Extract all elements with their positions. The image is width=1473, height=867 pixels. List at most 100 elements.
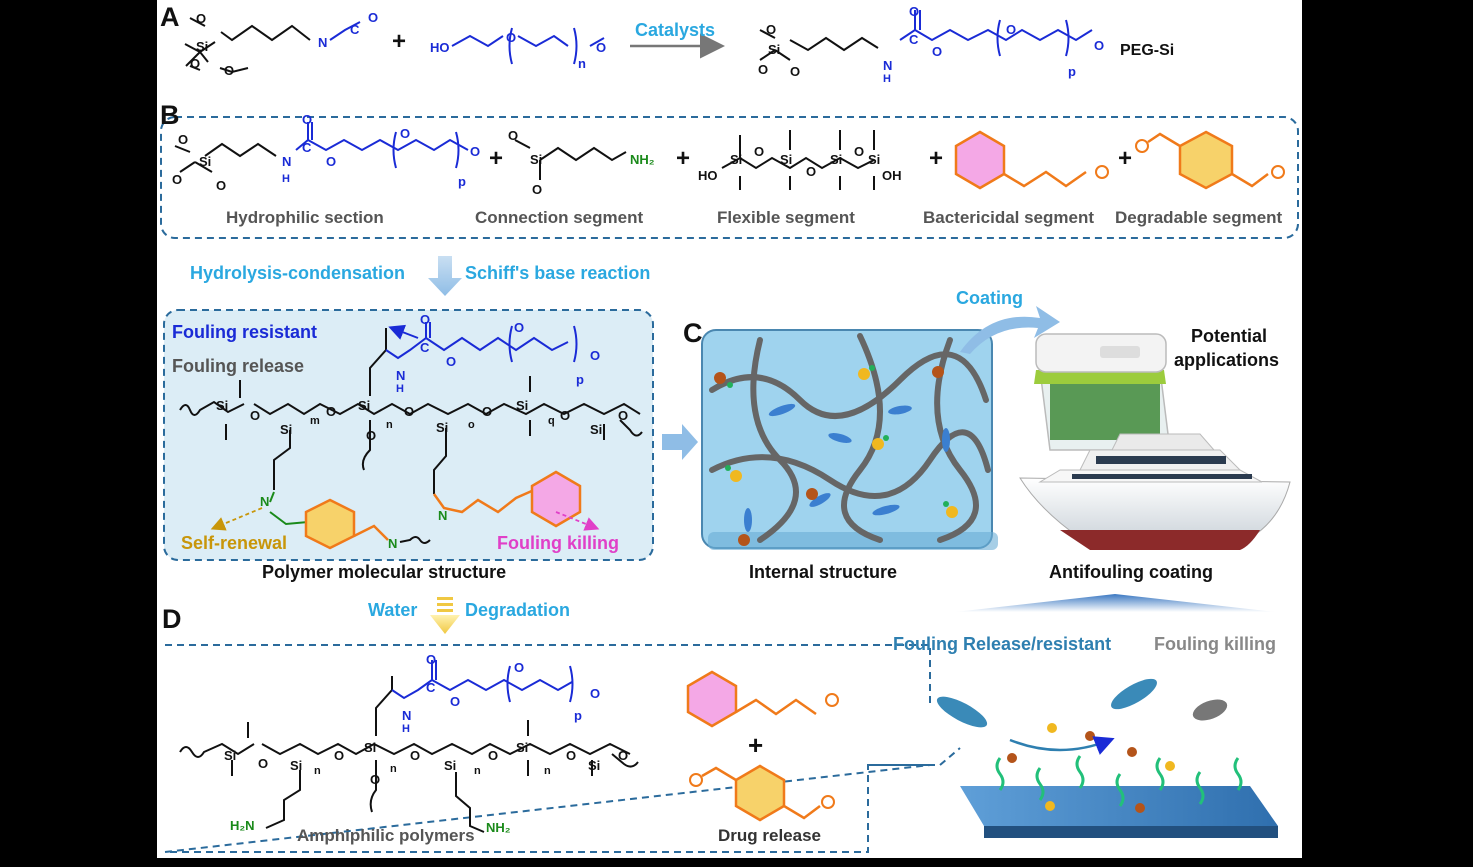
svg-text:p: p <box>574 708 582 723</box>
svg-text:O: O <box>446 354 456 369</box>
svg-text:O: O <box>508 128 518 143</box>
svg-text:n: n <box>544 765 551 777</box>
plus-d: + <box>748 730 764 760</box>
svg-text:O: O <box>250 408 260 423</box>
svg-text:n: n <box>390 763 397 775</box>
svg-text:O: O <box>532 182 542 197</box>
svg-text:p: p <box>1068 64 1076 79</box>
svg-text:O: O <box>190 56 200 71</box>
svg-text:O: O <box>368 10 378 25</box>
water-label: Water <box>368 600 418 620</box>
svg-text:q: q <box>548 415 555 427</box>
water-arrow <box>437 597 453 600</box>
svg-text:O: O <box>258 756 268 771</box>
svg-text:Si: Si <box>830 152 842 167</box>
fouling-killing-label: Fouling killing <box>497 533 619 553</box>
coating-surface-image <box>936 678 1278 838</box>
svg-text:Si: Si <box>358 398 370 413</box>
amphiphilic-label: Amphiphilic polymers <box>297 826 475 845</box>
polymer-box <box>163 309 654 561</box>
fouling-resistant-label: Fouling resistant <box>172 322 318 342</box>
svg-text:C: C <box>909 32 919 47</box>
svg-text:H: H <box>883 73 891 85</box>
svg-text:Si: Si <box>868 152 880 167</box>
svg-text:Si: Si <box>768 42 780 57</box>
svg-text:Si: Si <box>516 740 528 755</box>
svg-text:O: O <box>410 748 420 763</box>
section-d-box <box>164 644 931 853</box>
coating-arrow <box>960 306 1060 354</box>
polymer-network <box>709 333 991 543</box>
svg-text:O: O <box>618 408 628 423</box>
svg-text:O: O <box>470 144 480 159</box>
plus-b2: + <box>676 145 691 172</box>
svg-text:Si: Si <box>530 152 542 167</box>
segment-beads <box>714 365 958 546</box>
svg-text:O: O <box>932 44 942 59</box>
to-internal-arrow <box>662 424 698 460</box>
svg-text:OH: OH <box>882 168 902 183</box>
svg-text:O: O <box>326 404 336 419</box>
svg-text:Si: Si <box>280 422 292 437</box>
svg-text:O: O <box>506 30 516 45</box>
antifouling-triangle <box>955 594 1275 612</box>
svg-text:H: H <box>282 173 290 185</box>
svg-text:n: n <box>314 765 321 777</box>
svg-text:O: O <box>618 748 628 763</box>
svg-text:N: N <box>438 508 447 523</box>
svg-text:N: N <box>388 536 397 551</box>
fouling-killing-label-c: Fouling killing <box>1154 634 1276 654</box>
svg-text:H₂N: H₂N <box>230 818 255 833</box>
svg-text:n: n <box>578 56 586 71</box>
svg-text:H: H <box>396 383 404 395</box>
fouling-release-label: Fouling release <box>172 356 305 376</box>
applications-label: applications <box>1174 350 1280 370</box>
peg-si-label: PEG-Si <box>1120 42 1175 59</box>
segment-label-flexible: Flexible segment <box>717 208 855 227</box>
svg-text:O: O <box>758 62 768 77</box>
svg-text:m: m <box>310 415 320 427</box>
svg-text:O: O <box>400 126 410 141</box>
svg-text:O: O <box>596 40 606 55</box>
segment-label-bactericidal: Bactericidal segment <box>923 208 1095 227</box>
svg-text:p: p <box>458 174 466 189</box>
svg-text:O: O <box>326 154 336 169</box>
svg-text:O: O <box>302 112 312 127</box>
svg-text:Si: Si <box>590 422 602 437</box>
svg-text:C: C <box>426 680 436 695</box>
svg-text:O: O <box>216 178 226 193</box>
svg-text:Si: Si <box>730 152 742 167</box>
svg-text:p: p <box>576 372 584 387</box>
svg-text:C: C <box>302 140 312 155</box>
svg-text:HO: HO <box>430 40 450 55</box>
panel-label-b: B <box>160 100 180 130</box>
svg-text:O: O <box>450 694 460 709</box>
svg-text:O: O <box>566 748 576 763</box>
degradation-label: Degradation <box>465 600 571 620</box>
coating-label: Coating <box>956 288 1023 308</box>
svg-text:HO: HO <box>698 168 718 183</box>
section-b-box <box>160 116 1299 239</box>
self-renewal-label: Self-renewal <box>181 533 288 553</box>
svg-text:Si: Si <box>224 748 236 763</box>
hydrolysis-label: Hydrolysis-condensation <box>190 263 406 283</box>
svg-text:n: n <box>474 765 481 777</box>
internal-structure-label: Internal structure <box>749 562 898 582</box>
svg-text:Si: Si <box>444 758 456 773</box>
svg-text:Si: Si <box>290 758 302 773</box>
svg-text:N: N <box>396 368 405 383</box>
svg-text:NH₂: NH₂ <box>486 820 511 835</box>
schiff-label: Schiff's base reaction <box>465 263 651 283</box>
svg-text:C: C <box>420 340 430 355</box>
svg-text:N: N <box>883 58 892 73</box>
yacht-image <box>1019 433 1291 550</box>
svg-text:N: N <box>260 494 269 509</box>
svg-text:O: O <box>590 686 600 701</box>
svg-text:O: O <box>790 64 800 79</box>
svg-text:O: O <box>1094 38 1104 53</box>
svg-text:Si: Si <box>588 758 600 773</box>
svg-text:O: O <box>370 772 380 787</box>
svg-text:O: O <box>196 11 206 26</box>
polymer-yellow-ring <box>304 498 356 550</box>
panel-label-c: C <box>683 318 703 348</box>
